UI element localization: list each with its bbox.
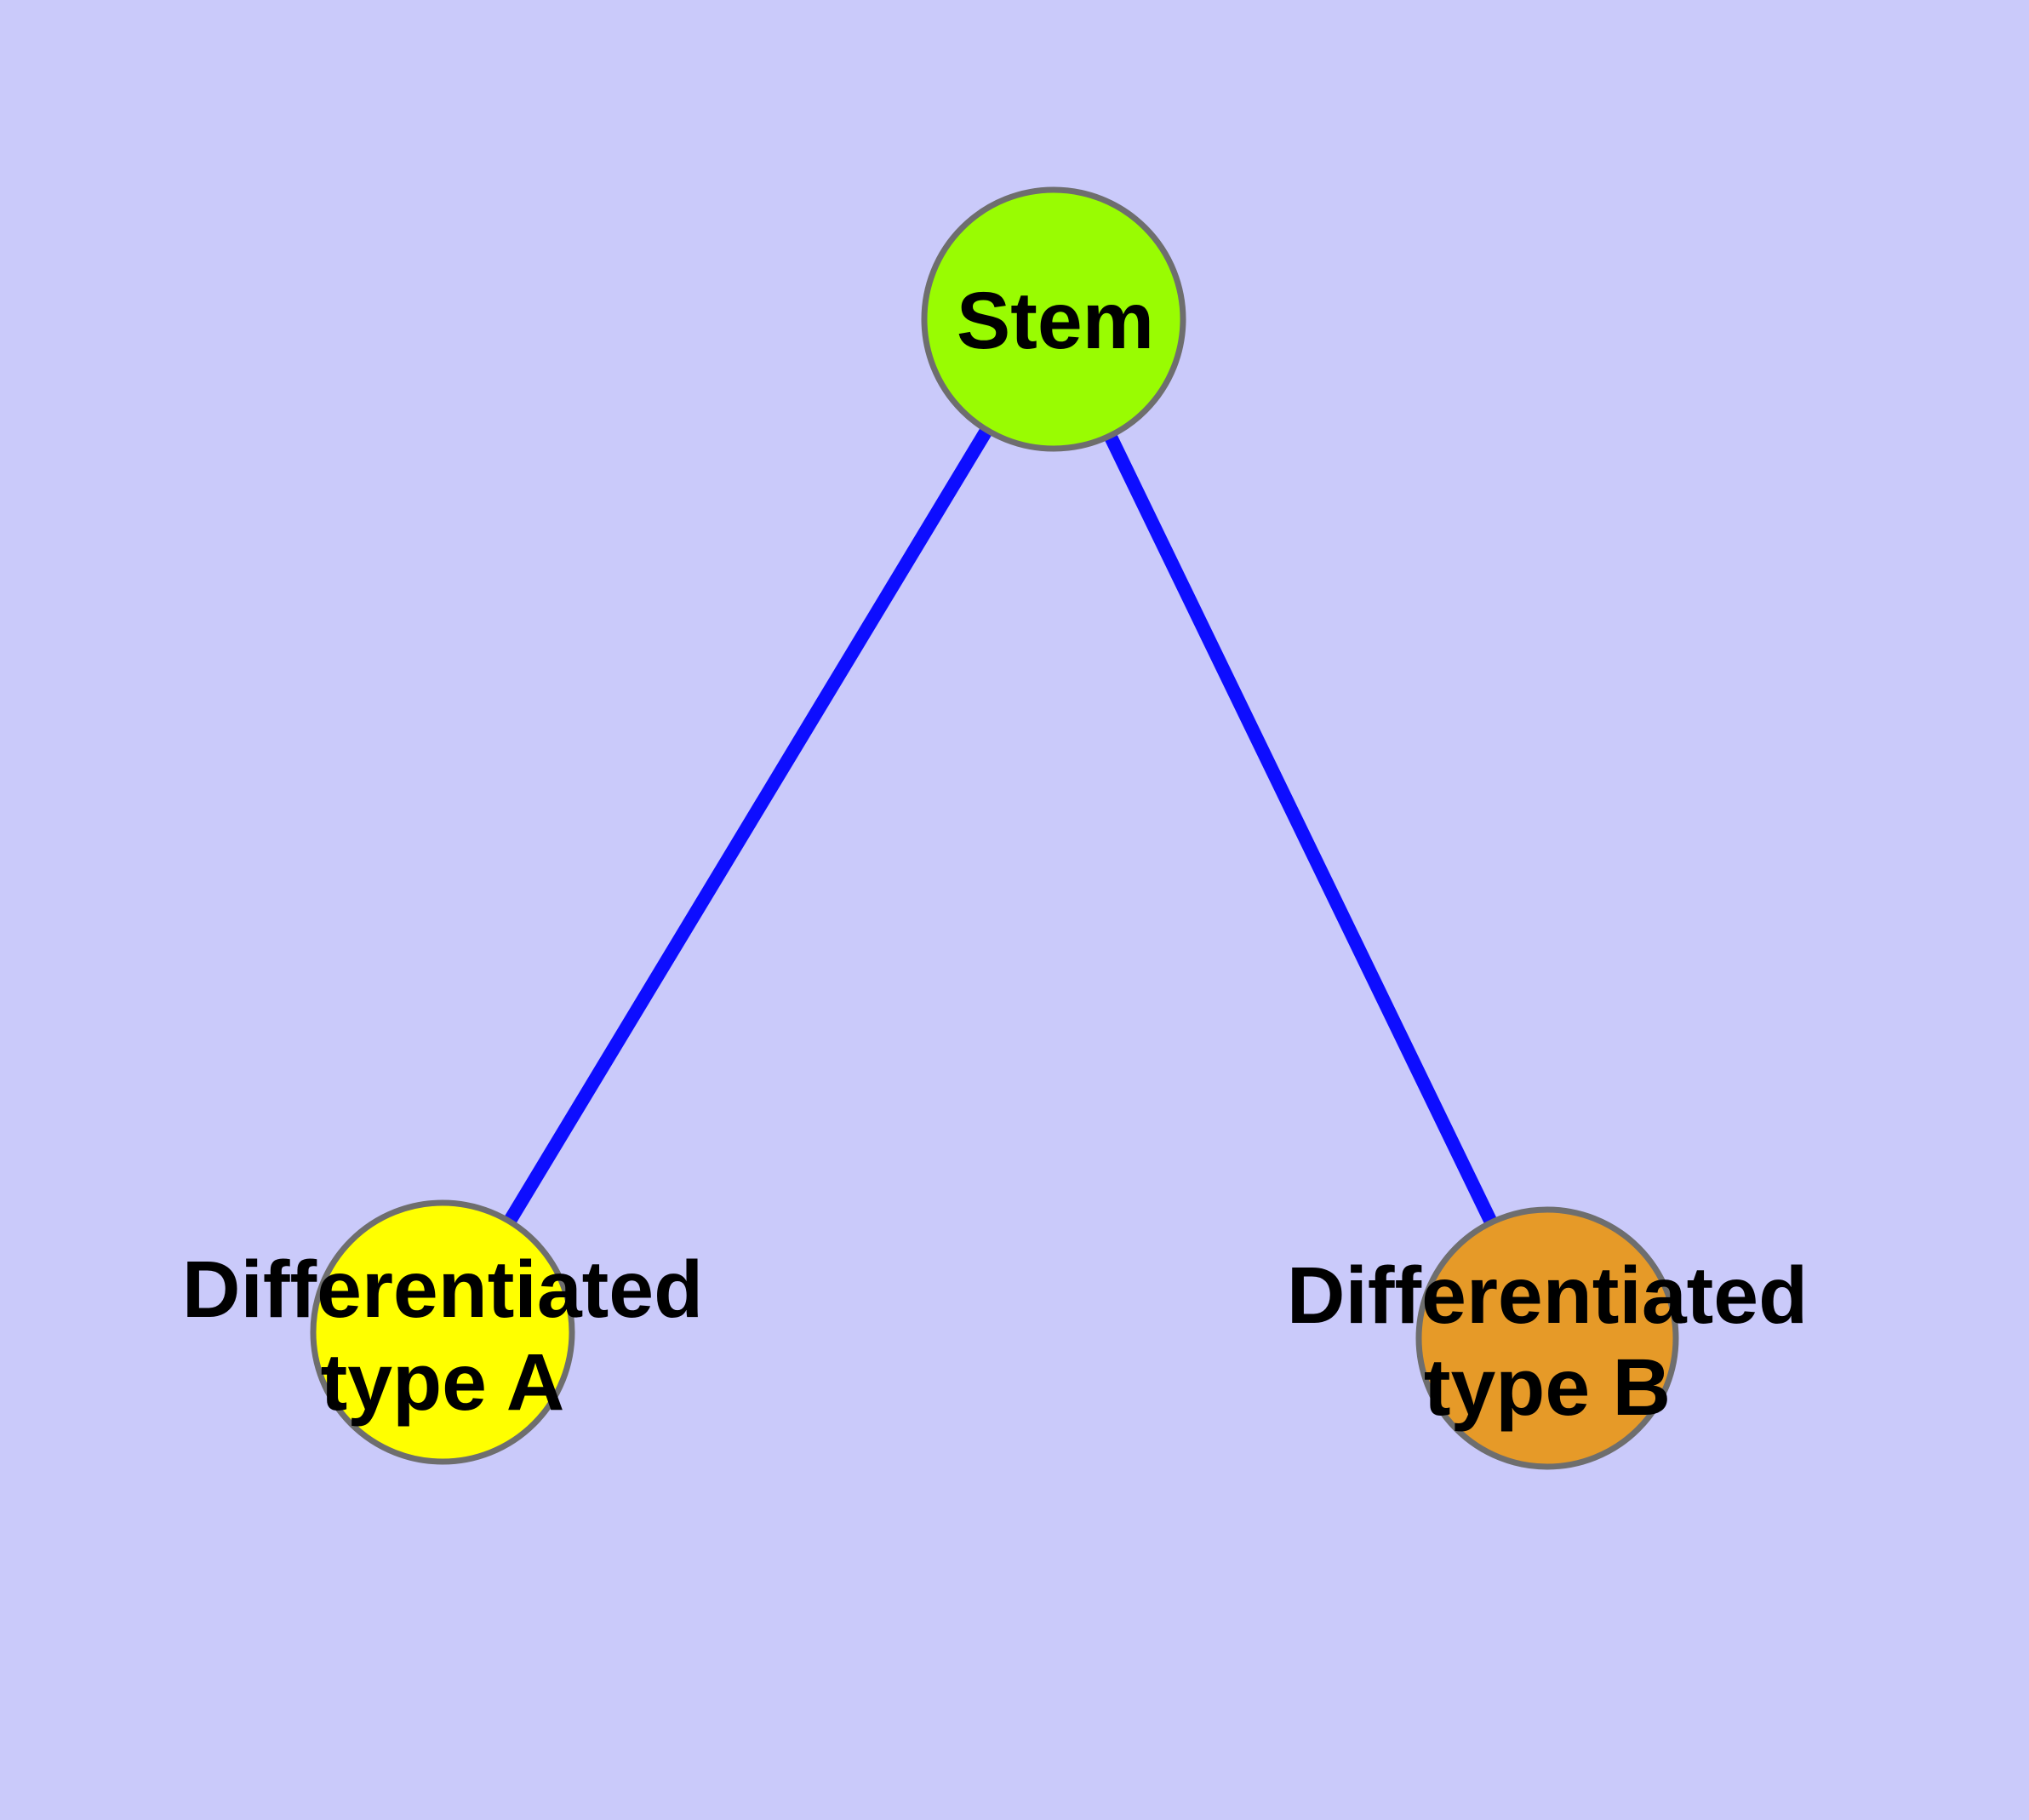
- label-group: Stem Differentiated type A Differentiate…: [182, 276, 1808, 1433]
- node-type-b-label-line2: type B: [1424, 1342, 1671, 1433]
- edge-stem-to-type-b: [1047, 316, 1554, 1342]
- node-type-a-label-line1: Differentiated: [182, 1245, 703, 1335]
- node-type-a-label-line2: type A: [321, 1337, 565, 1428]
- node-group: [310, 186, 1679, 1470]
- edge-stem-to-type-a: [437, 315, 1060, 1336]
- node-type-b-circle: [1415, 1206, 1679, 1470]
- node-stem-label: Stem: [957, 276, 1154, 366]
- edge-group: [437, 315, 1554, 1342]
- node-type-b-label-line1: Differentiated: [1287, 1251, 1808, 1341]
- node-type-a-circle: [310, 1199, 575, 1465]
- node-stem-circle: [921, 186, 1186, 452]
